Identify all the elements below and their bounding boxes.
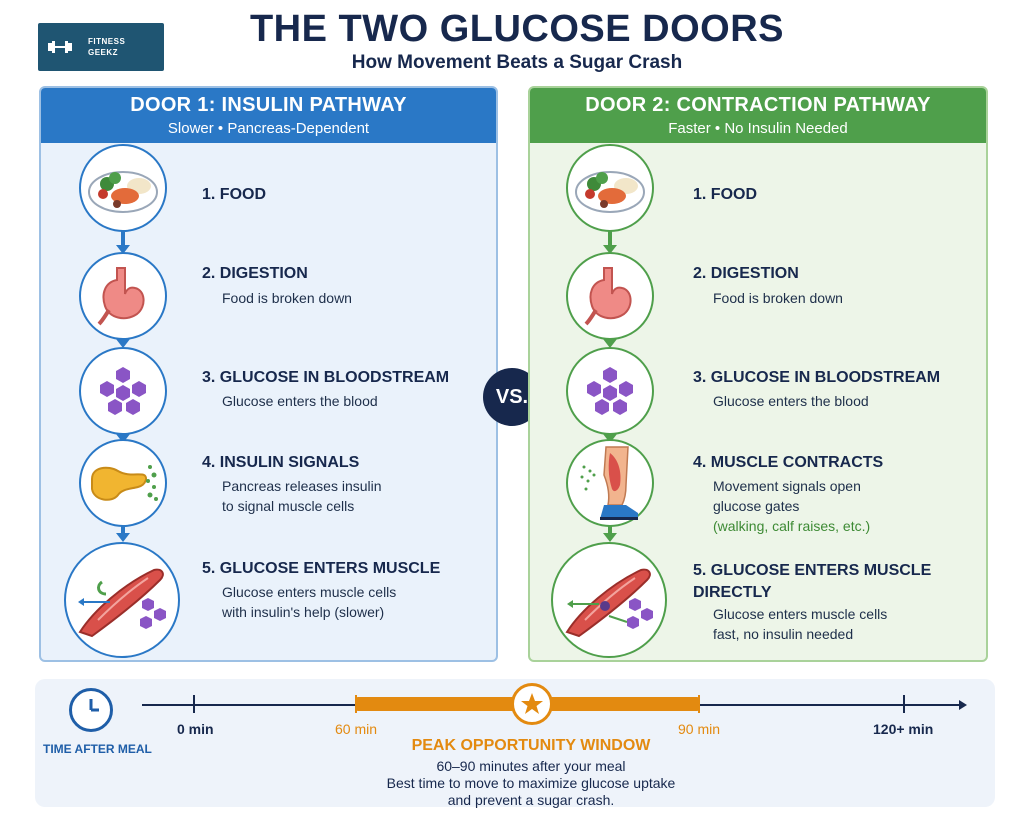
contraction-step-circle: [566, 439, 654, 527]
muscle-step-circle: [551, 542, 667, 658]
contraction-step-3-text: Glucose enters the blood: [713, 393, 869, 409]
food-step-circle: [79, 144, 167, 232]
contraction-step-4-examples: (walking, calf raises, etc.): [713, 518, 871, 534]
contraction-step-4-title: 4. MUSCLE CONTRACTS: [693, 454, 884, 471]
flow-arrow: [603, 520, 617, 542]
flow-arrow: [116, 230, 130, 254]
flow-arrow: [116, 520, 130, 542]
glucose-molecules-icon: [100, 367, 146, 415]
page-title: THE TWO GLUCOSE DOORS: [249, 8, 785, 50]
contraction-panel-subtitle: Faster • No Insulin Needed: [668, 120, 848, 137]
insulin-step-5-title: 5. GLUCOSE ENTERS MUSCLE: [202, 560, 441, 577]
muscle-step-circle: [64, 542, 180, 658]
tick-label-90: 90 min: [678, 721, 721, 737]
stomach-icon: [584, 267, 632, 326]
contraction-step-4-text: Movement signals open glucose gates: [713, 478, 861, 514]
insulin-step-2-text: Food is broken down: [222, 290, 352, 306]
tick-90: [698, 695, 700, 713]
insulin-step-4-title: 4. INSULIN SIGNALS: [202, 454, 360, 471]
contraction-panel-title: DOOR 2: CONTRACTION PATHWAY: [585, 94, 931, 116]
star-icon: [511, 683, 553, 725]
meal-plate-icon: [88, 171, 158, 213]
insulin-step-3-text: Glucose enters the blood: [222, 393, 378, 409]
stomach-icon: [97, 267, 145, 326]
tick-120: [903, 695, 905, 713]
clock-icon: [69, 688, 113, 732]
tick-label-60: 60 min: [335, 721, 378, 737]
muscle-fiber-icon: [565, 568, 653, 638]
timeline-label: TIME AFTER MEAL: [43, 742, 152, 756]
insulin-pathway-panel: DOOR 1: INSULIN PATHWAY Slower • Pancrea…: [39, 86, 498, 662]
brand-logo: FITNESS GEEKZ: [38, 23, 164, 71]
insulin-step-circle: [79, 439, 167, 527]
meal-timeline: TIME AFTER MEAL 0 min 60 min 90 min 120+…: [35, 679, 995, 808]
insulin-step-3-title: 3. GLUCOSE IN BLOODSTREAM: [202, 369, 450, 386]
glucose-step-circle: [566, 347, 654, 435]
contraction-step-5-text: Glucose enters muscle cells fast, no ins…: [713, 606, 888, 642]
peak-window-title: PEAK OPPORTUNITY WINDOW: [411, 737, 651, 754]
contraction-panel-header: DOOR 2: CONTRACTION PATHWAY Faster • No …: [530, 88, 986, 143]
page-subtitle: How Movement Beats a Sugar Crash: [351, 52, 683, 73]
digestion-step-circle: [566, 252, 654, 340]
contraction-step-2-title: 2. DIGESTION: [693, 265, 799, 282]
insulin-step-1-title: 1. FOOD: [202, 186, 267, 203]
insulin-panel-header: DOOR 1: INSULIN PATHWAY Slower • Pancrea…: [41, 88, 496, 143]
meal-plate-icon: [575, 171, 645, 213]
peak-window-time: 60–90 minutes after your meal: [436, 758, 626, 774]
pancreas-icon: [91, 465, 158, 501]
contraction-pathway-panel: DOOR 2: CONTRACTION PATHWAY Faster • No …: [528, 86, 988, 662]
flow-arrow: [603, 230, 617, 254]
contraction-step-1-title: 1. FOOD: [693, 186, 758, 203]
peak-window-advice-2: and prevent a sugar crash.: [447, 792, 615, 808]
insulin-panel-subtitle: Slower • Pancreas-Dependent: [167, 120, 370, 137]
tick-label-120: 120+ min: [873, 721, 934, 737]
insulin-step-4-text: Pancreas releases insulin to signal musc…: [222, 478, 382, 514]
insulin-panel-title: DOOR 1: INSULIN PATHWAY: [130, 94, 407, 116]
timeline-arrowhead: [959, 700, 967, 710]
contraction-step-2-text: Food is broken down: [713, 290, 843, 306]
glucose-molecules-icon: [587, 367, 633, 415]
tick-0: [193, 695, 195, 713]
glucose-step-circle: [79, 347, 167, 435]
insulin-step-5-text: Glucose enters muscle cells with insulin…: [222, 584, 397, 620]
leg-muscle-icon: [580, 446, 638, 520]
dumbbell-icon: [48, 41, 72, 53]
tick-label-0: 0 min: [177, 721, 214, 737]
peak-window-advice: Best time to move to maximize glucose up…: [386, 775, 676, 791]
brand-name: FITNESS GEEKZ: [88, 37, 126, 57]
tick-60: [355, 695, 357, 713]
food-step-circle: [566, 144, 654, 232]
insulin-step-2-title: 2. DIGESTION: [202, 265, 308, 282]
contraction-step-5-title: 5. GLUCOSE ENTERS MUSCLE DIRECTLY: [693, 562, 932, 601]
digestion-step-circle: [79, 252, 167, 340]
contraction-step-3-title: 3. GLUCOSE IN BLOODSTREAM: [693, 369, 941, 386]
muscle-fiber-icon: [78, 568, 166, 638]
